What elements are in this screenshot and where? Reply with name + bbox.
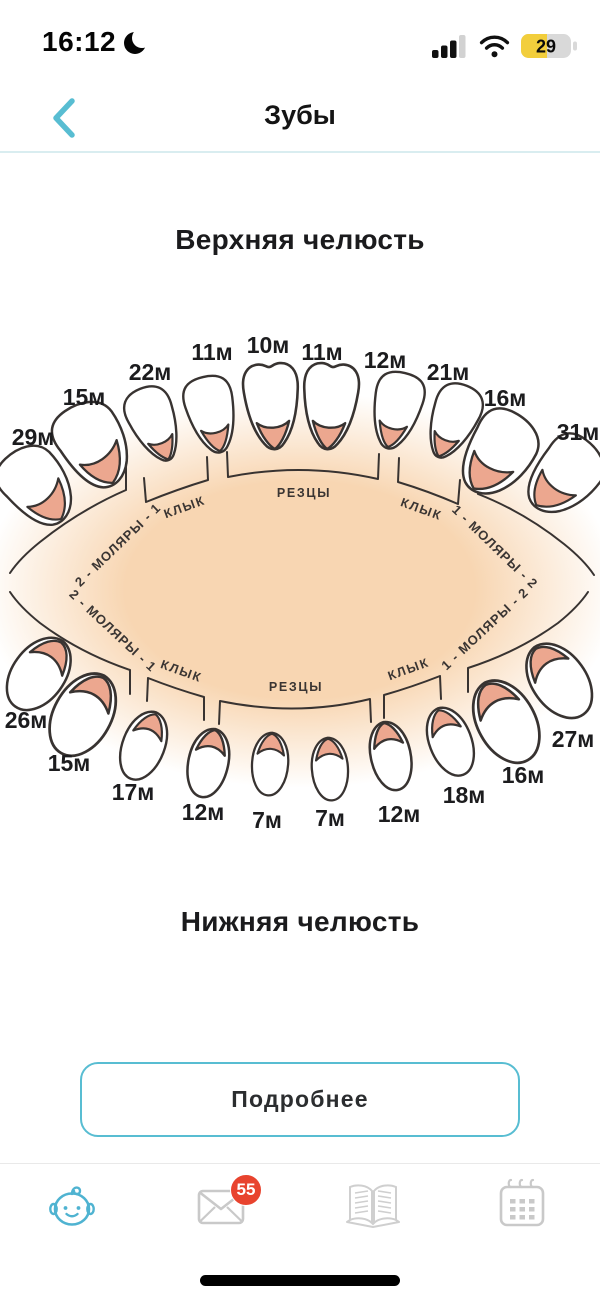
baby-icon: [49, 1186, 95, 1226]
book-icon: [346, 1184, 400, 1228]
upper-tooth-label-6: 11м: [301, 339, 342, 365]
details-button[interactable]: Подробнее: [80, 1062, 520, 1137]
upper-teeth-labels: 29м 15м 22м 11м 10м 11м 12м 21м 16м 31м: [12, 332, 600, 450]
upper-jaw-heading: Верхняя челюсть: [175, 224, 425, 255]
upper-tooth-label-9: 16м: [484, 385, 527, 411]
upper-group-incisors: РЕЗЦЫ: [277, 486, 331, 500]
upper-tooth-label-5: 10м: [247, 332, 290, 358]
upper-tooth-label-3: 22м: [129, 359, 172, 385]
lower-tooth-label-8: 18м: [443, 782, 486, 808]
tab-mail[interactable]: 55: [150, 1164, 300, 1254]
status-right: 29: [432, 33, 578, 59]
lower-tooth-label-10: 27м: [552, 726, 595, 752]
upper-brackets: [9, 451, 595, 576]
lower-tooth-label-5: 7м: [252, 807, 282, 833]
back-button[interactable]: [48, 96, 92, 144]
mouth-gradient: [0, 392, 600, 788]
lower-tooth-label-1: 26м: [5, 707, 48, 733]
status-left: 16:12: [42, 26, 151, 58]
lower-jaw-heading: Нижняя челюсть: [180, 906, 420, 937]
page-title: Зубы: [264, 100, 336, 130]
lower-tooth-label-3: 17м: [112, 779, 155, 805]
cellular-signal-icon: [432, 34, 466, 58]
tab-baby[interactable]: [0, 1164, 150, 1254]
clock: 16:12: [42, 26, 117, 57]
lower-tooth-label-7: 12м: [378, 801, 421, 827]
home-indicator[interactable]: [200, 1275, 400, 1286]
battery-percent: 29: [536, 37, 556, 57]
tab-calendar[interactable]: [450, 1164, 600, 1254]
upper-tooth-label-8: 21м: [427, 359, 470, 385]
calendar-icon: [499, 1178, 545, 1227]
mail-badge: 55: [230, 1174, 262, 1206]
lower-tooth-label-9: 16м: [502, 762, 545, 788]
lower-tooth-label-2: 15м: [48, 750, 91, 776]
upper-tooth-label-10: 31м: [557, 419, 600, 445]
upper-tooth-label-4: 11м: [191, 339, 232, 365]
lower-brackets: [9, 591, 589, 725]
moon-icon: [124, 28, 151, 54]
lower-tooth-label-6: 7м: [315, 805, 345, 831]
upper-tooth-label-1: 29м: [12, 424, 55, 450]
upper-tooth-label-7: 12м: [364, 347, 407, 373]
nav-bar: Зубы: [0, 88, 600, 153]
teeth-diagram: 2 - МОЛЯРЫ - 1 КЛЫК РЕЗЦЫ КЛЫК 1 - МОЛЯР…: [0, 332, 600, 833]
battery-icon: 29: [521, 34, 577, 58]
chevron-left-icon: [53, 98, 75, 138]
tab-book[interactable]: [300, 1164, 450, 1254]
status-bar: 16:12 29: [0, 0, 600, 62]
lower-tooth-label-4: 12м: [182, 799, 225, 825]
lower-group-incisors: РЕЗЦЫ: [269, 680, 323, 694]
upper-tooth-label-2: 15м: [63, 384, 106, 410]
tab-bar: 55: [0, 1163, 600, 1299]
wifi-icon: [479, 35, 510, 58]
